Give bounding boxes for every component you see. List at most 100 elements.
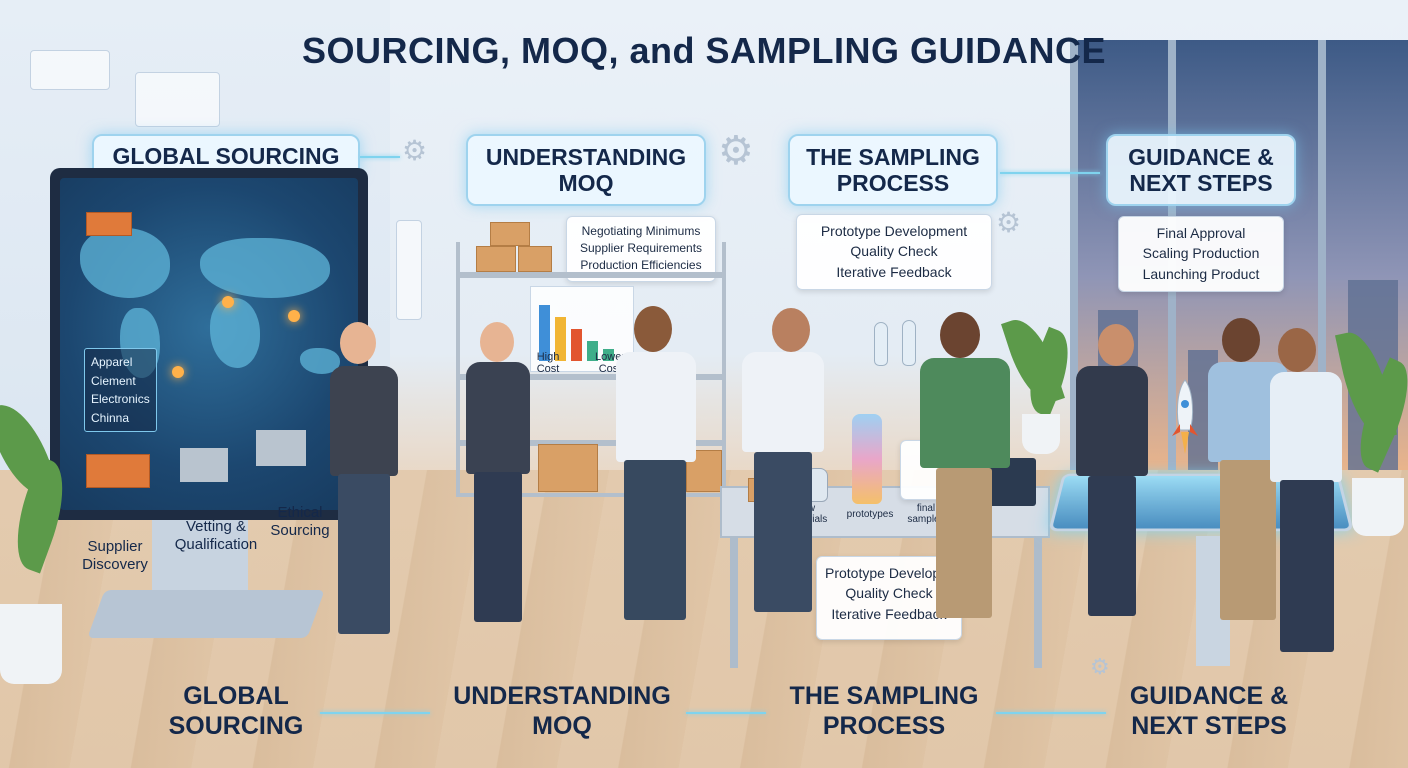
note-line: Production Efficiencies bbox=[580, 257, 702, 272]
note-line: Prototype Development bbox=[825, 565, 972, 581]
person-torso bbox=[742, 352, 824, 452]
bottom-label-moq: UNDERSTANDING MOQ bbox=[436, 682, 688, 741]
sampling-notes: Prototype Development Quality Check Iter… bbox=[796, 214, 992, 290]
person-legs bbox=[474, 472, 522, 622]
person-legs bbox=[624, 460, 686, 620]
label-supplier-discovery: Supplier Discovery bbox=[82, 538, 148, 573]
monitor-screen: Apparel Ciement Electronics Chinna bbox=[60, 178, 358, 510]
map-continent bbox=[80, 228, 170, 298]
world-map-monitor: Apparel Ciement Electronics Chinna bbox=[50, 168, 368, 520]
wall-screen bbox=[30, 50, 110, 90]
person-torso bbox=[920, 358, 1010, 468]
chart-bar bbox=[571, 329, 582, 361]
note-line: Launching Product bbox=[1142, 265, 1260, 282]
flow-arrow bbox=[1000, 172, 1100, 174]
flow-arrow bbox=[996, 712, 1106, 714]
plant-pot bbox=[1022, 414, 1060, 454]
chart-label-lower-cost: Lower Cost bbox=[595, 351, 625, 375]
table-leg bbox=[1034, 538, 1042, 668]
plant-pot bbox=[1352, 478, 1404, 536]
chart-bar bbox=[603, 349, 614, 361]
bottom-label-line: THE SAMPLING bbox=[789, 682, 979, 710]
person-legs bbox=[1220, 460, 1276, 620]
cardboard-box bbox=[490, 222, 530, 246]
person-head bbox=[480, 322, 514, 362]
moq-cost-chart bbox=[530, 286, 634, 372]
shipping-container-icon bbox=[86, 454, 150, 488]
note-line: Quality Check bbox=[845, 585, 933, 602]
flow-label-prototypes: prototypes bbox=[846, 509, 894, 520]
person-head bbox=[1222, 318, 1260, 362]
label-vetting: Vetting & Qualification bbox=[174, 518, 258, 553]
chart-bar bbox=[539, 305, 550, 361]
note-line: Iterative Feedback bbox=[836, 263, 952, 280]
bottom-label-line: GUIDANCE & bbox=[1129, 682, 1289, 710]
moq-notes: Negotiating Minimums Supplier Requiremen… bbox=[566, 216, 716, 282]
stage-card-label: NEXT STEPS bbox=[1129, 170, 1273, 196]
flow-arrow bbox=[360, 156, 400, 158]
page-title: SOURCING, MOQ, and SAMPLING GUIDANCE bbox=[301, 30, 1107, 71]
shelf-board bbox=[456, 272, 726, 278]
next-steps-notes: Final Approval Scaling Production Launch… bbox=[1118, 216, 1284, 292]
person-head bbox=[634, 306, 672, 352]
cardboard-box bbox=[518, 246, 552, 272]
bottom-label-line: UNDERSTANDING bbox=[453, 682, 671, 710]
person-legs bbox=[1088, 476, 1136, 616]
gear-icon: ⚙ bbox=[718, 129, 754, 173]
gear-icon: ⚙ bbox=[996, 207, 1022, 238]
person-legs bbox=[754, 452, 812, 612]
plant-pot bbox=[0, 604, 62, 684]
category-item: Electronics bbox=[91, 392, 150, 407]
person-torso bbox=[466, 362, 530, 474]
stage-card-label: UNDERSTANDING bbox=[485, 143, 687, 170]
stage-card-label: PROCESS bbox=[836, 170, 950, 196]
stage-card-label: MOQ bbox=[558, 170, 614, 196]
person-torso bbox=[330, 366, 398, 476]
rocket-icon bbox=[1172, 379, 1198, 454]
map-continent bbox=[200, 238, 330, 298]
bottom-label-guidance: GUIDANCE & NEXT STEPS bbox=[1114, 682, 1304, 741]
category-list: Apparel Ciement Electronics Chinna bbox=[84, 348, 157, 433]
bottom-label-line: MOQ bbox=[532, 711, 592, 740]
chart-label-high-cost: High Cost bbox=[536, 351, 560, 375]
bottom-label-sampling: THE SAMPLING PROCESS bbox=[776, 682, 992, 741]
bottom-label-line: SOURCING bbox=[168, 711, 304, 740]
bottom-label-line: NEXT STEPS bbox=[1131, 711, 1287, 740]
note-line: Iterative Feedback bbox=[831, 605, 947, 622]
stage-card-guidance: GUIDANCE & NEXT STEPS bbox=[1106, 134, 1296, 206]
wall-screen bbox=[135, 72, 220, 127]
wall-screen bbox=[396, 220, 422, 320]
table-leg bbox=[730, 538, 738, 668]
stage-card-label: GUIDANCE & bbox=[1128, 143, 1274, 170]
map-hotspot bbox=[288, 310, 300, 322]
person-head bbox=[1278, 328, 1316, 372]
map-hotspot bbox=[172, 366, 184, 378]
bottom-label-line: PROCESS bbox=[822, 711, 946, 740]
person-legs bbox=[936, 468, 992, 618]
note-line: Negotiating Minimums bbox=[581, 224, 701, 238]
note-line: Quality Check bbox=[850, 243, 938, 260]
person-head bbox=[772, 308, 810, 352]
bottom-label-line: GLOBAL bbox=[183, 682, 289, 710]
cardboard-box bbox=[538, 444, 598, 492]
storage-shelf bbox=[456, 242, 726, 497]
cardboard-box bbox=[476, 246, 516, 272]
person-head bbox=[340, 322, 376, 364]
floating-bottle-icon bbox=[874, 322, 888, 366]
shelf-board bbox=[456, 440, 726, 446]
stage-card-understanding-moq: UNDERSTANDING MOQ bbox=[466, 134, 706, 206]
label-ethical-sourcing: Ethical Sourcing bbox=[270, 504, 330, 539]
window-mullion bbox=[1318, 40, 1326, 470]
factory-icon bbox=[256, 430, 306, 466]
note-line: Supplier Requirements bbox=[579, 240, 703, 255]
stage-card-sampling-process: THE SAMPLING PROCESS bbox=[788, 134, 998, 206]
bottom-label-global-sourcing: GLOBAL SOURCING bbox=[160, 682, 312, 741]
note-line: Prototype Development bbox=[820, 223, 968, 239]
floating-bottle-icon bbox=[902, 320, 916, 366]
stage-card-label: THE SAMPLING bbox=[806, 143, 980, 170]
person-torso bbox=[616, 352, 696, 462]
map-continent bbox=[210, 298, 260, 368]
note-line: Scaling Production bbox=[1142, 245, 1260, 262]
final-sample-bottle bbox=[852, 414, 882, 504]
person-head bbox=[940, 312, 980, 358]
